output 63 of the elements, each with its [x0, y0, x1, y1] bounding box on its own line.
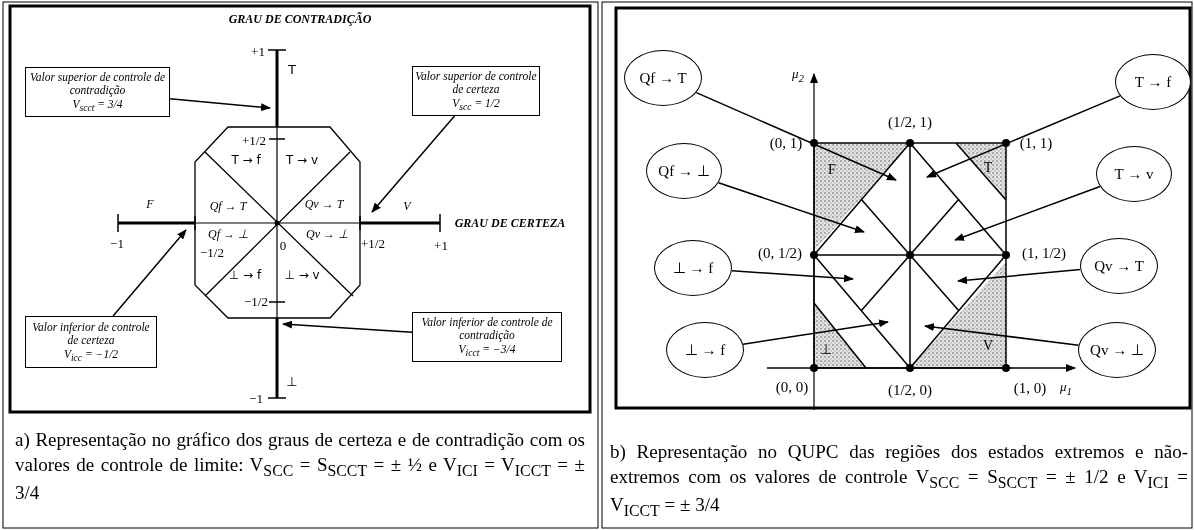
- state-ellipse: T → v: [1096, 146, 1172, 202]
- leader-arrow: [954, 185, 1101, 241]
- coordinate-label: (1/2, 1): [887, 113, 933, 131]
- state-ellipse: ⊥ → f: [666, 322, 744, 378]
- region-label: ⊥ → v: [284, 269, 320, 283]
- tick-label: +1/2: [361, 236, 385, 252]
- callout-box: Valor inferior de controle de contradição V$_{icct}$ = −3/4: [412, 312, 562, 362]
- leader-arrow: [695, 91, 897, 181]
- axis-title: GRAU DE CONTRADIÇÃO: [228, 13, 372, 27]
- coordinate-label: (0, 1/2): [757, 244, 803, 262]
- region-label: T: [288, 62, 296, 78]
- callout-box: Valor superior de controle de contradição V$_{scct}$ = 3/4: [25, 67, 170, 117]
- leader-arrow: [742, 319, 889, 345]
- caption: a) Representação no gráfico dos graus de certeza e de contradição com os valores de controle de limite: V$_{SCC}$ = S$_{SCCT}$ = ± ½ e V$_{ICI}$ = V$_{ICCT}$ = ± 3/4: [15, 428, 585, 506]
- region-label: T: [983, 160, 993, 176]
- region-label: Qf → ⊥: [208, 228, 248, 242]
- region-label: V: [982, 338, 994, 354]
- tick-label: +1: [434, 238, 448, 254]
- state-ellipse: Qv → T: [1080, 238, 1158, 294]
- callout-box: Valor superior de controle de certeza V$_{scc}$ = 1/2: [412, 66, 540, 116]
- region-label: ⊥: [820, 342, 832, 358]
- leader-arrow: [282, 320, 413, 333]
- state-ellipse: T → f: [1115, 54, 1191, 110]
- axis-title: μ$_{1}$: [1060, 380, 1072, 398]
- state-ellipse: ⊥ → f: [654, 240, 732, 296]
- coordinate-label: (1/2, 0): [887, 381, 933, 399]
- region-label: F: [828, 162, 836, 178]
- region-label: V: [403, 200, 411, 214]
- region-label: T → f: [231, 154, 261, 168]
- axis-title: GRAU DE CERTEZA: [454, 217, 566, 231]
- tick-label: −1/2: [200, 245, 224, 261]
- leader-arrow: [731, 269, 854, 283]
- leader-arrow: [112, 229, 187, 317]
- region-label: Qf → T: [209, 200, 247, 214]
- leader-arrow: [371, 115, 456, 213]
- caption: b) Representação no QUPC das regiões dos estados extremos e não-extremos com os valores de controle V$_{SCC}$ = S$_{SCCT}$ = ± 1/2 e V$_{ICI}$ = V$_{ICCT}$ = ± 3/4: [610, 440, 1188, 521]
- region-label: T → v: [285, 154, 319, 168]
- region-label: F: [146, 198, 154, 212]
- region-label: Qv → ⊥: [306, 228, 348, 242]
- region-label: Qv → T: [304, 198, 344, 212]
- region-label: ⊥ → f: [228, 269, 262, 283]
- tick-label: −1: [110, 236, 124, 252]
- tick-label: −1: [249, 391, 263, 407]
- coordinate-label: (0, 1): [769, 134, 803, 152]
- leader-arrow: [169, 97, 271, 112]
- tick-label: −1/2: [244, 294, 268, 310]
- leader-arrow: [717, 181, 865, 233]
- region-label: ⊥: [286, 374, 298, 390]
- coordinate-label: (1, 1/2): [1021, 244, 1067, 262]
- state-ellipse: Qf → ⊥: [646, 143, 722, 199]
- callout-box: Valor inferior de controle de certeza V$_{icc}$ = −1/2: [25, 316, 157, 368]
- coordinate-label: (1, 1): [1019, 134, 1053, 152]
- tick-label: 0: [279, 238, 287, 254]
- leader-arrow: [957, 268, 1082, 285]
- tick-label: +1: [251, 44, 265, 60]
- tick-label: +1/2: [242, 133, 266, 149]
- leader-arrow: [924, 323, 1080, 346]
- axis-title: μ$_{2}$: [792, 67, 804, 85]
- coordinate-label: (1, 0): [1013, 379, 1047, 397]
- state-ellipse: Qv → ⊥: [1078, 322, 1156, 378]
- leader-arrow: [926, 95, 1121, 178]
- state-ellipse: Qf → T: [624, 50, 702, 106]
- coordinate-label: (0, 0): [775, 378, 809, 396]
